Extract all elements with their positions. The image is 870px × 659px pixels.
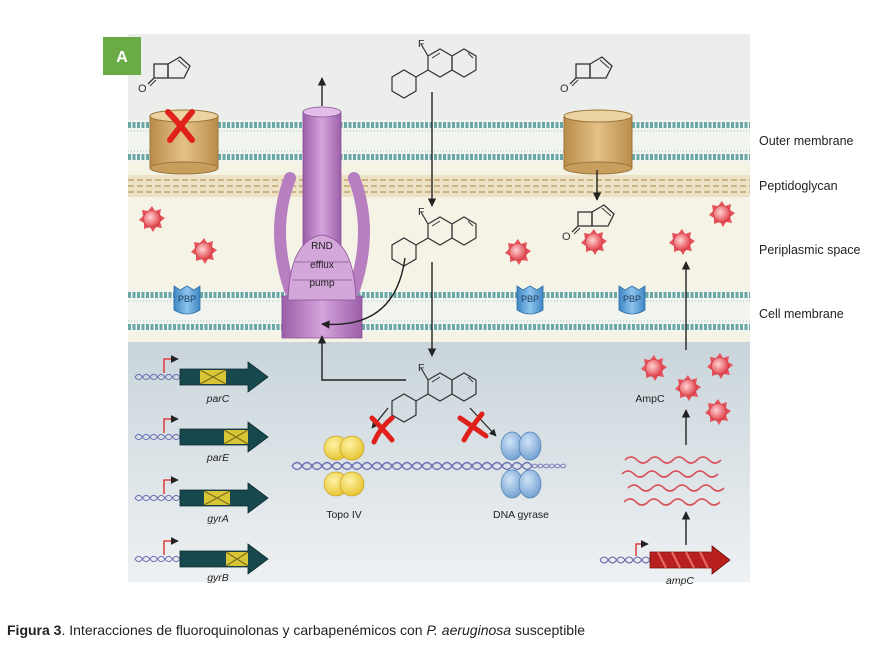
label-dna-gyrase: DNA gyrase [493, 509, 549, 521]
porin-blocked [149, 109, 219, 175]
svg-text:RND: RND [311, 241, 333, 252]
outer-membrane [128, 120, 750, 162]
caption-species: P. aeruginosa [426, 622, 512, 638]
caption-label: Figura 3 [7, 622, 62, 638]
label-periplasmic-space: Periplasmic space [759, 243, 860, 257]
figure-caption: Figura 3. Interacciones de fluoroquinolo… [7, 622, 867, 638]
gene-gyrb: gyrB [134, 537, 269, 584]
svg-text:pump: pump [309, 278, 334, 289]
label-cell-membrane: Cell membrane [759, 307, 844, 321]
block-x-gyrase [457, 407, 497, 443]
svg-text:gyrB: gyrB [207, 572, 229, 584]
svg-text:PBP: PBP [178, 294, 196, 304]
fluoroquinolone-outside: F [391, 38, 477, 99]
svg-text:PBP: PBP [623, 294, 641, 304]
gene-parc: parC [134, 355, 269, 405]
topo-iv-protein [323, 435, 365, 497]
label-outer-membrane: Outer membrane [759, 134, 854, 148]
svg-text:F: F [418, 206, 424, 218]
caption-text-after: susceptible [511, 622, 585, 638]
svg-text:A: A [116, 49, 128, 66]
pbp-right: PBP [618, 285, 646, 315]
ampc-mrna [621, 456, 725, 506]
svg-text:F: F [418, 38, 424, 50]
panel-tag: A [103, 37, 141, 75]
arrow-cytoplasm-to-pump [317, 335, 406, 381]
label-peptidoglycan: Peptidoglycan [759, 179, 838, 193]
block-x-topo [369, 407, 395, 445]
svg-text:parC: parC [206, 393, 230, 405]
dna-gyrase-protein [500, 431, 542, 499]
block-x-porin [165, 109, 195, 143]
svg-text:PBP: PBP [521, 294, 539, 304]
svg-text:efflux: efflux [310, 260, 334, 271]
fluoroquinolone-cytoplasm: F [391, 362, 477, 423]
svg-text:gyrA: gyrA [207, 513, 229, 525]
label-topo-iv: Topo IV [326, 509, 362, 521]
gene-pare: parE [134, 415, 269, 464]
arrow-fq-to-pump [321, 257, 406, 329]
gene-gyra: gyrA [134, 476, 269, 525]
pbp-middle: PBP [516, 285, 544, 315]
cell-membrane [128, 290, 750, 332]
ampc-gene: ampC [599, 540, 731, 587]
label-ampc-protein: AmpC [635, 393, 665, 405]
caption-text-before: . Interacciones de fluoroquinolonas y ca… [61, 622, 427, 638]
svg-text:ampC: ampC [666, 575, 694, 587]
svg-text:F: F [418, 362, 424, 374]
svg-text:parE: parE [206, 452, 230, 464]
porin-open [563, 109, 633, 175]
fluoroquinolone-periplasm: F [391, 206, 477, 267]
peptidoglycan-layer [128, 175, 750, 197]
pbp-left: PBP [173, 285, 201, 315]
rnd-efflux-pump: RND efflux pump [274, 106, 370, 339]
